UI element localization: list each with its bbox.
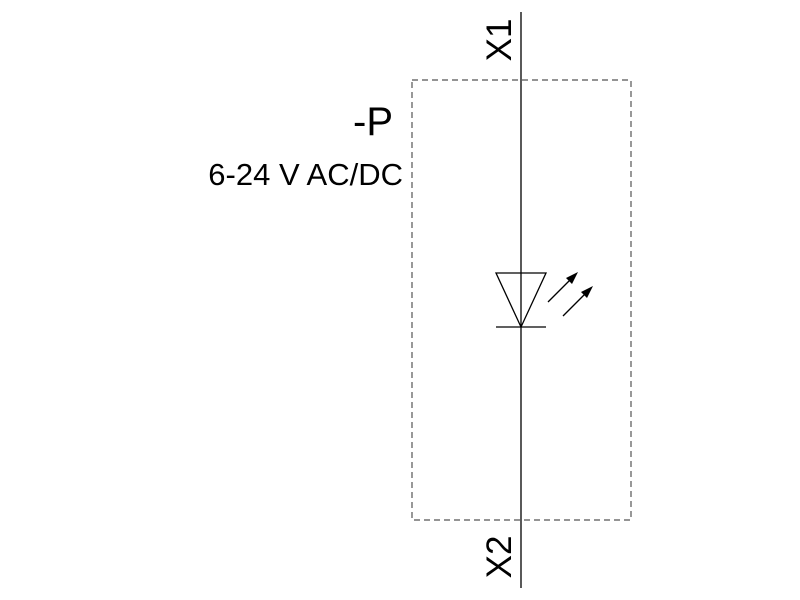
- terminal-label-top: X1: [480, 19, 519, 62]
- led-symbol-icon: [494, 272, 548, 329]
- diode-triangle: [494, 272, 548, 329]
- terminal-label-bottom: X2: [480, 536, 519, 579]
- emission-arrowhead-1: [566, 272, 578, 284]
- component-rating: 6-24 V AC/DC: [208, 157, 403, 192]
- emission-arrow-1: [547, 278, 572, 303]
- component-designation: -P: [353, 100, 393, 144]
- light-emission-arrows-icon: [547, 272, 593, 317]
- emission-arrowhead-2: [581, 286, 593, 298]
- emission-arrow-2: [562, 292, 587, 317]
